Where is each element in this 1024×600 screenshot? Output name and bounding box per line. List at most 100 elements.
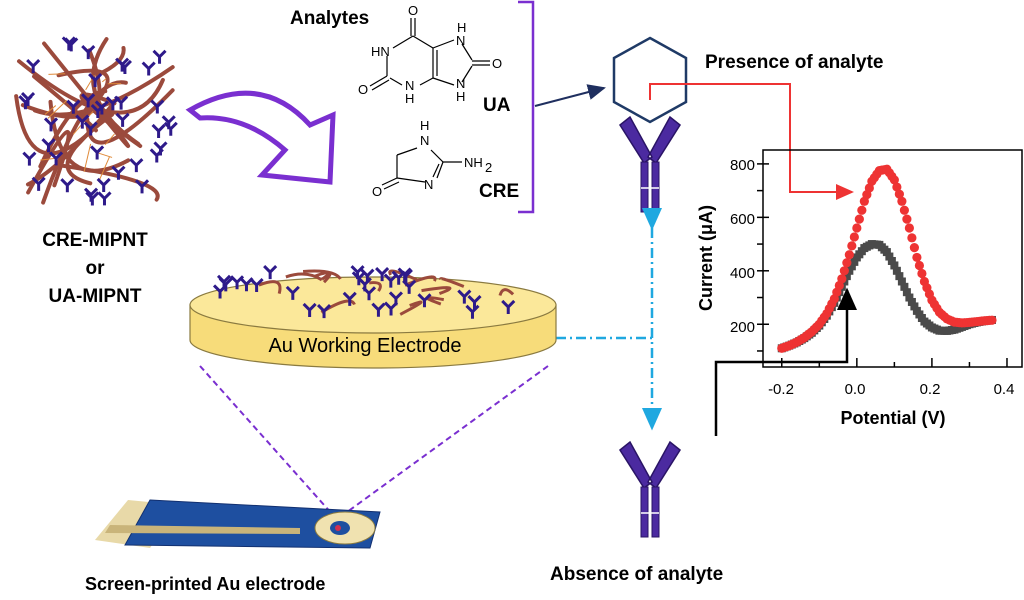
- y-tick-label: 600: [730, 211, 755, 228]
- x-tick-label: 0.2: [920, 381, 941, 398]
- nanotube: [83, 143, 92, 172]
- atom-label: O: [358, 82, 368, 97]
- atom-label: N: [420, 133, 429, 148]
- analytes-heading: Analytes: [290, 8, 369, 29]
- atom-label: 2: [485, 160, 492, 175]
- nanotube: [104, 133, 115, 146]
- series-red-point: [839, 266, 849, 276]
- x-tick-label: 0.4: [994, 381, 1015, 398]
- series-red-point: [889, 175, 899, 185]
- fiber: [17, 59, 165, 115]
- series-red-point: [852, 223, 862, 233]
- series-red-point: [914, 260, 925, 271]
- series-red-point: [847, 241, 857, 251]
- presence-pointer-arrow: [649, 83, 854, 200]
- x-tick-label: -0.2: [768, 381, 794, 398]
- nanotube: [48, 73, 66, 75]
- chart-frame: [762, 149, 1023, 368]
- y-tick-label: 800: [730, 157, 755, 174]
- antibody-bound-icon: [619, 116, 681, 213]
- atom-label: NH: [464, 155, 483, 170]
- atom-label: H: [420, 118, 429, 133]
- nanotube: [47, 100, 68, 119]
- atom-label: H: [456, 89, 465, 104]
- series-grey-point: [882, 248, 891, 257]
- fiber: [26, 130, 71, 195]
- presence-label: Presence of analyte: [705, 52, 883, 73]
- y-tick-label: 400: [730, 265, 755, 282]
- nanotube: [44, 105, 57, 115]
- series-grey-point: [847, 262, 856, 271]
- y-tick-label: 200: [730, 319, 755, 336]
- series-red-point: [894, 189, 904, 199]
- series-red-point: [904, 223, 914, 233]
- series-red-point: [842, 258, 852, 268]
- antibody-free-icon: [619, 441, 681, 538]
- mipnt-label-line2: or: [86, 258, 106, 279]
- series-grey-point: [895, 272, 904, 281]
- series-grey-point: [892, 266, 901, 275]
- series-red-point: [899, 205, 909, 215]
- screen-printed-electrode-image: [95, 499, 381, 549]
- screen-printed-label: Screen-printed Au electrode: [85, 574, 325, 594]
- mipnt-label-line3: UA-MIPNT: [49, 286, 142, 307]
- series-red-point: [917, 268, 927, 279]
- fiber: [91, 37, 141, 146]
- series-red-point: [987, 315, 997, 325]
- series-red-point: [854, 214, 864, 224]
- mipnt-nanocomposite-image: [14, 35, 180, 207]
- atom-label: H: [405, 91, 414, 106]
- cre-label: CRE: [479, 181, 519, 202]
- fiber: [421, 286, 452, 295]
- zoom-line-left: [199, 365, 334, 516]
- series-grey-point: [900, 282, 909, 291]
- nanotube: [98, 156, 110, 183]
- series-red-point: [897, 196, 907, 206]
- nanotube: [98, 152, 113, 158]
- atom-label: H: [457, 20, 466, 35]
- absence-label: Absence of analyte: [550, 564, 723, 585]
- series-grey-point: [842, 272, 851, 281]
- fiber: [41, 80, 128, 205]
- series-grey-point: [850, 257, 859, 266]
- atom-label: N: [456, 76, 465, 91]
- fiber: [313, 271, 332, 284]
- fiber: [369, 281, 382, 292]
- creatinine-structure: [381, 147, 462, 190]
- analytes-bracket: [518, 0, 535, 214]
- series-red-point: [892, 182, 902, 192]
- creatinine-atoms: H N NH 2 O N: [372, 118, 492, 199]
- atom-label: N: [456, 33, 465, 48]
- series-red-point: [912, 252, 922, 263]
- to-hexagon-arrow: [534, 84, 606, 107]
- series-red-point: [849, 232, 859, 242]
- atom-label: HN: [371, 44, 390, 59]
- series-grey-point: [897, 277, 906, 286]
- mini-antibody-icon: [262, 264, 278, 281]
- series-red-point: [844, 250, 854, 260]
- series-grey-point: [902, 288, 911, 297]
- dpv-chart: -0.2 0.0 0.2 0.4 200 400 600 800 Potenti…: [696, 149, 1023, 428]
- atom-label: O: [372, 184, 382, 199]
- mipnt-label-line1: CRE-MIPNT: [42, 230, 148, 251]
- uric-acid-structure: [369, 18, 490, 91]
- y-axis-label: Current (μA): [696, 205, 716, 311]
- x-tick-label: 0.0: [845, 381, 866, 398]
- atom-label: N: [424, 177, 433, 192]
- mipnt-label: CRE-MIPNT or UA-MIPNT: [42, 230, 148, 307]
- series-red-point: [902, 214, 912, 224]
- au-working-electrode: Au Working Electrode: [189, 264, 557, 369]
- electrode-label: Au Working Electrode: [268, 335, 461, 357]
- fiber: [65, 112, 114, 186]
- zoom-line-right: [342, 365, 549, 516]
- atom-label: O: [492, 56, 502, 71]
- series-grey-point: [885, 252, 894, 261]
- fiber: [439, 277, 465, 288]
- x-axis-label: Potential (V): [840, 408, 945, 428]
- atom-label: N: [405, 78, 414, 93]
- series-grey-point: [907, 297, 916, 306]
- series-grey-point: [905, 293, 914, 302]
- series-red-point: [909, 243, 919, 253]
- series-grey-point: [910, 302, 919, 311]
